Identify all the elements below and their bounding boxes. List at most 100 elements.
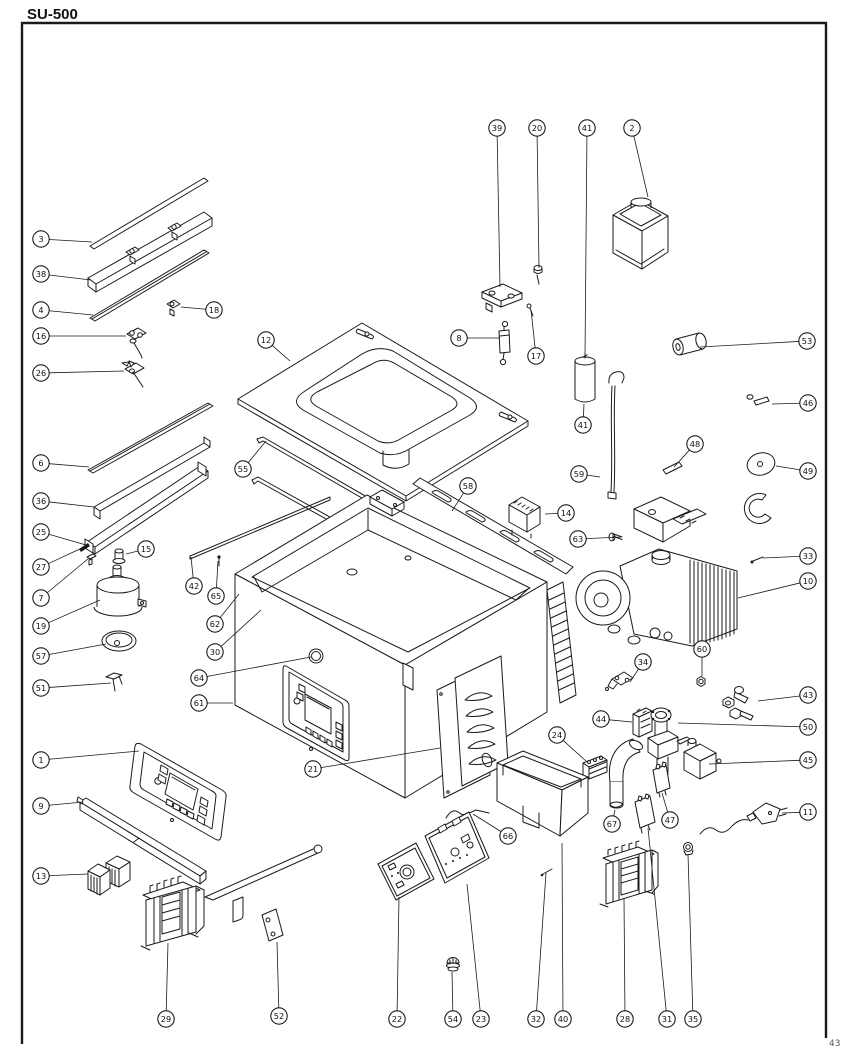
callout-27 — [32, 558, 50, 576]
callout-26 — [32, 364, 50, 382]
callout-32 — [527, 1010, 545, 1028]
leader-line-38 — [49, 274, 92, 281]
leader-line-1 — [49, 750, 140, 760]
callout-label-35: 35 — [688, 1014, 698, 1024]
callout-label-59: 59 — [574, 469, 584, 479]
part-transformer-28 — [599, 840, 659, 908]
part-bar-9 — [76, 796, 207, 885]
leader-line-66 — [472, 813, 502, 832]
leader-line-55 — [247, 440, 267, 463]
callout-label-60: 60 — [697, 644, 707, 654]
callout-label-34: 34 — [638, 657, 648, 667]
callout-35 — [684, 1010, 702, 1028]
callout-label-67: 67 — [607, 819, 617, 829]
callout-label-40: 40 — [558, 1014, 568, 1024]
callout-label-27: 27 — [36, 562, 46, 572]
part-teflon-strip — [89, 177, 209, 250]
callout-label-8: 8 — [456, 333, 461, 343]
callout-label-47: 47 — [665, 815, 675, 825]
leader-line-35 — [687, 853, 694, 1011]
part-tray — [496, 750, 589, 837]
leader-line-26 — [49, 370, 125, 374]
callout-label-4: 4 — [38, 305, 43, 315]
callout-63 — [569, 530, 587, 548]
page-number: 43 — [829, 1039, 840, 1049]
part-bracket-wire — [204, 844, 323, 942]
leader-line-67 — [613, 809, 616, 817]
part-pin-32 — [540, 868, 553, 877]
leader-line-46 — [771, 402, 800, 405]
part-pin-65 — [217, 555, 221, 567]
callout-46 — [799, 394, 817, 412]
callout-51 — [32, 679, 50, 697]
part-control-panel — [129, 742, 227, 841]
leader-line-29 — [165, 942, 169, 1011]
part-foot — [446, 957, 460, 972]
part-pcb-23 — [424, 811, 490, 884]
callout-41 — [578, 119, 596, 137]
callout-34 — [634, 653, 652, 671]
callout-label-29: 29 — [161, 1014, 171, 1024]
callout-60 — [693, 640, 711, 658]
callout-label-30: 30 — [210, 647, 220, 657]
callout-label-22: 22 — [392, 1014, 402, 1024]
leader-line-7 — [47, 557, 90, 594]
callout-41 — [574, 416, 592, 434]
leader-line-39 — [496, 136, 501, 288]
leader-line-27 — [48, 547, 83, 564]
leader-line-58 — [451, 492, 464, 512]
leader-line-51 — [49, 682, 112, 688]
callout-label-44: 44 — [596, 714, 606, 724]
part-valve-45 — [683, 738, 722, 780]
part-rear-rail — [412, 477, 574, 575]
callout-label-24: 24 — [552, 730, 562, 740]
callout-38 — [32, 265, 50, 283]
part-vacuum-pump — [575, 496, 738, 647]
leader-line-25 — [48, 533, 87, 546]
part-relays-13 — [87, 855, 131, 896]
leader-line-9 — [49, 801, 84, 806]
callout-3 — [32, 230, 50, 248]
part-switch-47 — [652, 761, 671, 798]
leader-line-41 — [584, 136, 588, 358]
callout-label-63: 63 — [573, 534, 583, 544]
callout-29 — [157, 1010, 175, 1028]
callout-45 — [799, 751, 817, 769]
part-pin-15 — [112, 548, 126, 564]
callout-label-25: 25 — [36, 527, 46, 537]
callout-label-53: 53 — [802, 336, 812, 346]
callout-label-36: 36 — [36, 496, 46, 506]
callout-43 — [799, 686, 817, 704]
leader-line-48 — [673, 449, 690, 468]
callout-47 — [661, 811, 679, 829]
callout-label-15: 15 — [141, 544, 151, 554]
callout-label-52: 52 — [274, 1011, 284, 1021]
leader-line-2 — [633, 135, 649, 198]
part-fittings — [722, 686, 754, 721]
part-cover-disc — [101, 630, 137, 652]
callout-58 — [459, 477, 477, 495]
callout-66 — [499, 827, 517, 845]
part-terminal-block — [582, 755, 608, 780]
callout-label-14: 14 — [561, 508, 571, 518]
part-hinge-bracket — [481, 283, 523, 313]
callout-label-1: 1 — [38, 755, 43, 765]
leader-line-54 — [451, 971, 454, 1011]
part-regulator — [93, 564, 147, 617]
callout-label-6: 6 — [38, 458, 43, 468]
part-oil-tank — [612, 197, 669, 270]
callout-59 — [570, 465, 588, 483]
callout-33 — [799, 547, 817, 565]
callout-label-32: 32 — [531, 1014, 541, 1024]
callout-label-33: 33 — [803, 551, 813, 561]
leader-line-44 — [609, 719, 633, 723]
callout-20 — [528, 119, 546, 137]
leader-line-24 — [562, 740, 587, 762]
leader-line-10 — [737, 582, 801, 599]
callout-label-39: 39 — [492, 123, 502, 133]
part-relay-14 — [508, 496, 541, 539]
part-vent-grill — [436, 655, 509, 799]
callout-9 — [32, 797, 50, 815]
part-power-cord — [699, 802, 788, 835]
